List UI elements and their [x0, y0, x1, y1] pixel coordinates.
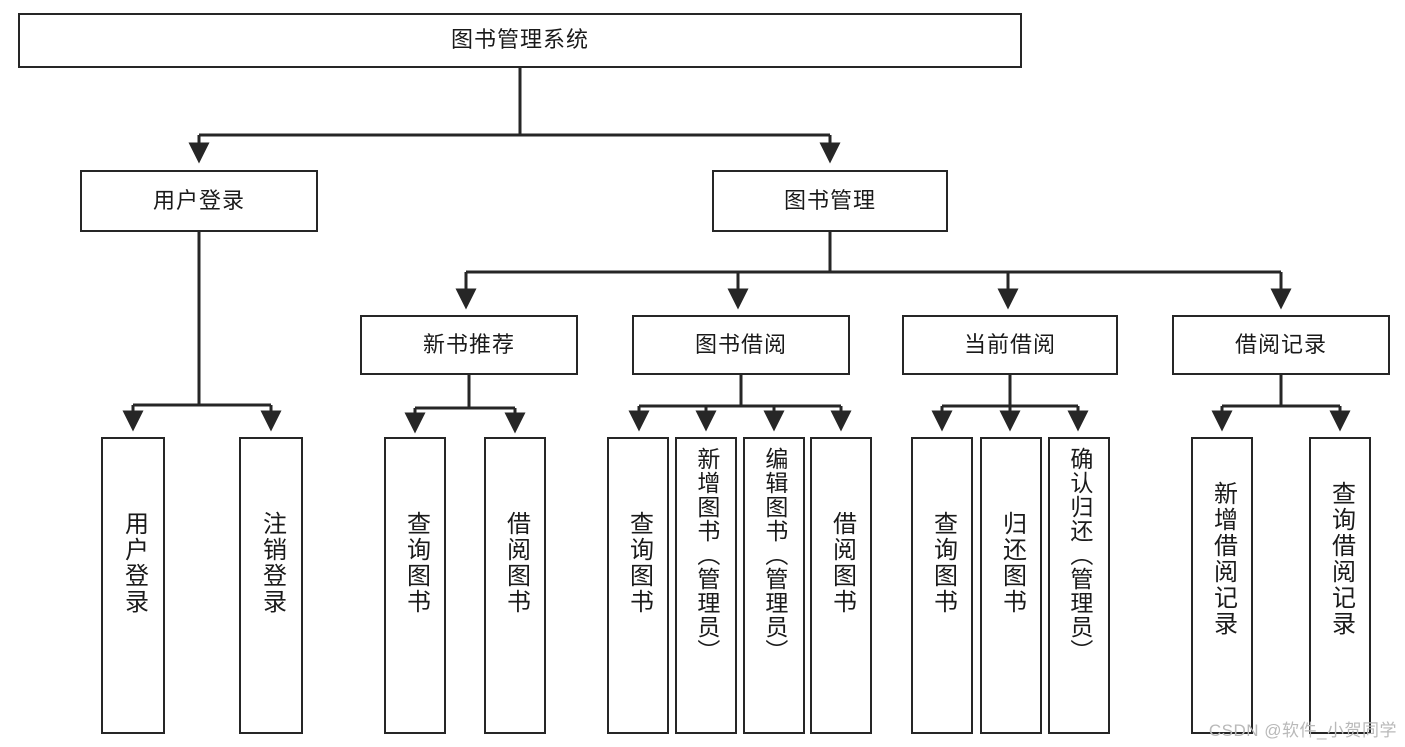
node-label: 新书推荐 — [422, 331, 515, 357]
leaf-record-add-borrow-record[interactable]: 新增借阅记录 — [1191, 437, 1253, 734]
node-label: 用户登录 — [120, 511, 148, 615]
node-user-login[interactable]: 用户登录 — [80, 170, 318, 232]
node-label: 图书管理 — [783, 187, 876, 213]
node-label: 查询图书 — [929, 511, 957, 615]
node-label: 查询图书 — [625, 511, 653, 615]
leaf-borrow-edit-book-admin[interactable]: 编辑图书（管理员） — [743, 437, 805, 734]
node-label: 注销登录 — [258, 511, 286, 615]
node-book-management[interactable]: 图书管理 — [712, 170, 948, 232]
leaf-new-book-borrow-books[interactable]: 借阅图书 — [484, 437, 546, 734]
node-label: 归还图书 — [998, 511, 1026, 615]
node-label: 图书管理系统 — [450, 27, 589, 53]
node-borrowing-records[interactable]: 借阅记录 — [1172, 315, 1390, 375]
leaf-borrow-borrow-books[interactable]: 借阅图书 — [810, 437, 872, 734]
node-label: 借阅图书 — [828, 511, 856, 615]
leaf-user-login-login[interactable]: 用户登录 — [101, 437, 165, 734]
leaf-user-login-logout[interactable]: 注销登录 — [239, 437, 303, 734]
node-book-borrowing[interactable]: 图书借阅 — [632, 315, 850, 375]
node-label: 图书借阅 — [694, 331, 787, 357]
node-label: 用户登录 — [152, 187, 245, 213]
leaf-current-confirm-return-admin[interactable]: 确认归还（管理员） — [1048, 437, 1110, 734]
csdn-watermark: CSDN @软件_小贺同学 — [1208, 721, 1397, 740]
leaf-borrow-query-books[interactable]: 查询图书 — [607, 437, 669, 734]
node-label: 新增借阅记录 — [1209, 481, 1237, 637]
leaf-current-return-books[interactable]: 归还图书 — [980, 437, 1042, 734]
node-label: 查询借阅记录 — [1327, 481, 1355, 637]
leaf-record-query-borrow-record[interactable]: 查询借阅记录 — [1309, 437, 1371, 734]
leaf-current-query-books[interactable]: 查询图书 — [911, 437, 973, 734]
leaf-new-book-query-books[interactable]: 查询图书 — [384, 437, 446, 734]
node-current-borrowing[interactable]: 当前借阅 — [902, 315, 1118, 375]
node-label: 确认归还（管理员） — [1066, 447, 1093, 663]
node-label: 当前借阅 — [963, 331, 1056, 357]
node-label: 借阅记录 — [1234, 331, 1327, 357]
leaf-borrow-add-book-admin[interactable]: 新增图书（管理员） — [675, 437, 737, 734]
node-label: 编辑图书（管理员） — [761, 447, 788, 663]
node-label: 新增图书（管理员） — [693, 447, 720, 663]
node-label: 借阅图书 — [502, 511, 530, 615]
node-new-book-recommendation[interactable]: 新书推荐 — [360, 315, 578, 375]
node-label: 查询图书 — [402, 511, 430, 615]
node-root-book-management-system[interactable]: 图书管理系统 — [18, 13, 1022, 68]
